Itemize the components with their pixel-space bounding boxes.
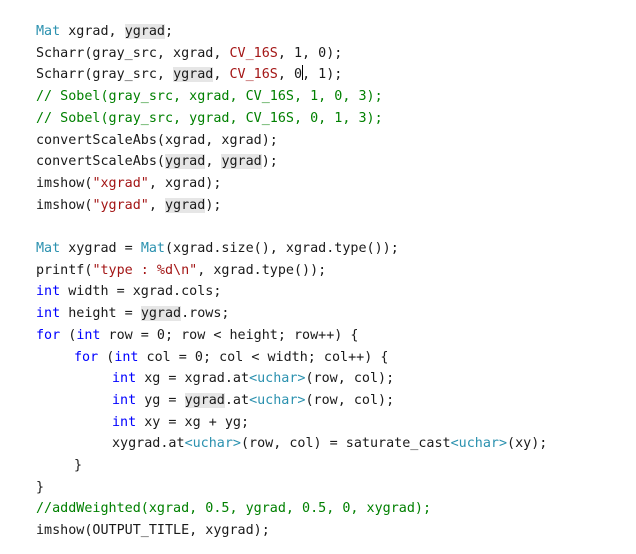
code-token: <uchar> [450, 436, 508, 452]
code-token: int [76, 327, 101, 343]
code-token: "type : %d\n" [92, 262, 198, 278]
code-token: ; [165, 24, 174, 39]
code-token: ); [261, 154, 278, 170]
code-line[interactable]: // Sobel(gray_src, xgrad, CV_16S, 1, 0, … [36, 87, 383, 107]
highlighted-token: ygrad [124, 24, 165, 39]
code-line[interactable]: // Sobel(gray_src, ygrad, CV_16S, 0, 1, … [36, 109, 383, 129]
code-line[interactable]: int height = ygrad.rows; [36, 304, 230, 324]
highlighted-token: ygrad [173, 67, 214, 83]
code-token: (row, col); [305, 371, 395, 387]
code-line[interactable]: } [36, 478, 44, 498]
code-token: .rows; [181, 306, 230, 322]
code-token: <uchar> [249, 371, 306, 387]
code-token: (row, col); [305, 392, 395, 408]
code-line[interactable]: int xg = xgrad.at<uchar>(row, col); [112, 369, 394, 389]
code-line[interactable]: } [74, 456, 82, 476]
code-token: xy = xg + yg; [136, 414, 250, 430]
highlighted-token: ygrad [165, 154, 206, 170]
code-line[interactable]: int yg = ygrad.at<uchar>(row, col); [112, 391, 394, 411]
code-line[interactable]: imshow(OUTPUT_TITLE, xygrad); [36, 521, 270, 541]
code-line[interactable]: convertScaleAbs(xgrad, xgrad); [36, 131, 278, 151]
code-token: printf( [36, 262, 93, 278]
code-token: (xy); [507, 436, 548, 452]
code-token: , xgrad); [148, 175, 222, 191]
code-token: Mat [140, 241, 165, 256]
code-token: int [36, 284, 61, 300]
text-caret [302, 65, 304, 81]
code-token: Scharr(gray_src, [36, 67, 174, 83]
code-token: "xgrad" [92, 175, 149, 191]
code-token: } [36, 479, 45, 495]
code-token: width = xgrad.cols; [60, 284, 222, 300]
code-token: for [36, 327, 61, 343]
code-line[interactable]: printf("type : %d\n", xgrad.type()); [36, 261, 326, 281]
code-token: imshow(OUTPUT_TITLE, xygrad); [36, 523, 270, 539]
code-token: // Sobel(gray_src, xgrad, CV_16S, 1, 0, … [36, 89, 383, 105]
code-token: "ygrad" [92, 197, 149, 213]
code-line[interactable]: Mat xygrad = Mat(xgrad.size(), xgrad.typ… [36, 239, 399, 259]
code-token: (row, col) = saturate_cast [241, 436, 451, 452]
code-line[interactable]: for (int col = 0; col < width; col++) { [74, 348, 388, 368]
code-line[interactable]: Scharr(gray_src, xgrad, CV_16S, 1, 0); [36, 44, 342, 64]
code-token: , [148, 197, 165, 213]
code-token: // Sobel(gray_src, ygrad, CV_16S, 0, 1, … [36, 110, 383, 126]
code-token: , xgrad.type()); [197, 262, 327, 278]
code-token: convertScaleAbs(xgrad, xgrad); [36, 132, 278, 148]
code-token: .at [224, 392, 250, 408]
code-token: col = 0; col < width; col++) { [138, 349, 389, 365]
code-line[interactable]: imshow("ygrad", ygrad); [36, 196, 221, 216]
code-token: <uchar> [249, 392, 306, 408]
code-token: xgrad, [60, 24, 125, 39]
code-token: int [112, 414, 137, 430]
code-line[interactable]: int xy = xg + yg; [112, 413, 249, 433]
code-token: <uchar> [184, 436, 241, 452]
code-token: imshow( [36, 175, 93, 191]
code-line[interactable]: int width = xgrad.cols; [36, 282, 221, 302]
code-token: yg = [136, 392, 185, 408]
code-token: //addWeighted(xgrad, 0.5, ygrad, 0.5, 0,… [36, 501, 432, 517]
code-token: ( [98, 349, 115, 365]
code-token: int [36, 306, 61, 322]
code-token: Mat [36, 241, 61, 256]
code-token: imshow( [36, 197, 93, 213]
code-line[interactable]: convertScaleAbs(ygrad, ygrad); [36, 152, 278, 172]
highlighted-token: ygrad [140, 306, 182, 322]
code-line[interactable]: for (int row = 0; row < height; row++) { [36, 326, 358, 346]
code-token: xygrad = [60, 241, 141, 256]
code-token: convertScaleAbs( [36, 154, 165, 170]
code-token: , [205, 154, 222, 170]
code-token: Scharr(gray_src, xgrad, [36, 45, 230, 61]
code-token: height = [60, 306, 141, 322]
code-token: Mat [36, 24, 61, 39]
code-token: , 1, 0); [277, 45, 343, 61]
highlighted-token: ygrad [221, 154, 262, 170]
code-token: int [112, 371, 137, 387]
code-token: xg = xgrad.at [136, 371, 250, 387]
code-token: int [114, 349, 139, 365]
code-line[interactable]: xygrad.at<uchar>(row, col) = saturate_ca… [112, 434, 547, 454]
code-line[interactable]: imshow("xgrad", xgrad); [36, 174, 221, 194]
code-token: } [74, 458, 83, 473]
highlighted-token: ygrad [184, 392, 225, 408]
code-line[interactable]: //addWeighted(xgrad, 0.5, ygrad, 0.5, 0,… [36, 499, 431, 519]
code-token: ( [60, 327, 77, 343]
code-token: (xgrad.size(), xgrad.type()); [165, 241, 399, 256]
code-token: row = 0; row < height; row++) { [100, 327, 359, 343]
code-token: int [112, 392, 137, 408]
code-token: xygrad.at [112, 436, 185, 452]
code-token: for [74, 349, 99, 365]
code-token: , 1); [302, 67, 343, 83]
code-line[interactable]: Mat xgrad, ygrad; [36, 22, 173, 42]
code-line[interactable]: Scharr(gray_src, ygrad, CV_16S, 0, 1); [36, 65, 342, 85]
code-token: , 0 [277, 67, 303, 83]
code-token: CV_16S [229, 45, 278, 61]
highlighted-token: ygrad [165, 197, 206, 213]
code-token: CV_16S [229, 67, 278, 83]
code-token: , [213, 67, 230, 83]
code-token: ); [205, 197, 222, 213]
